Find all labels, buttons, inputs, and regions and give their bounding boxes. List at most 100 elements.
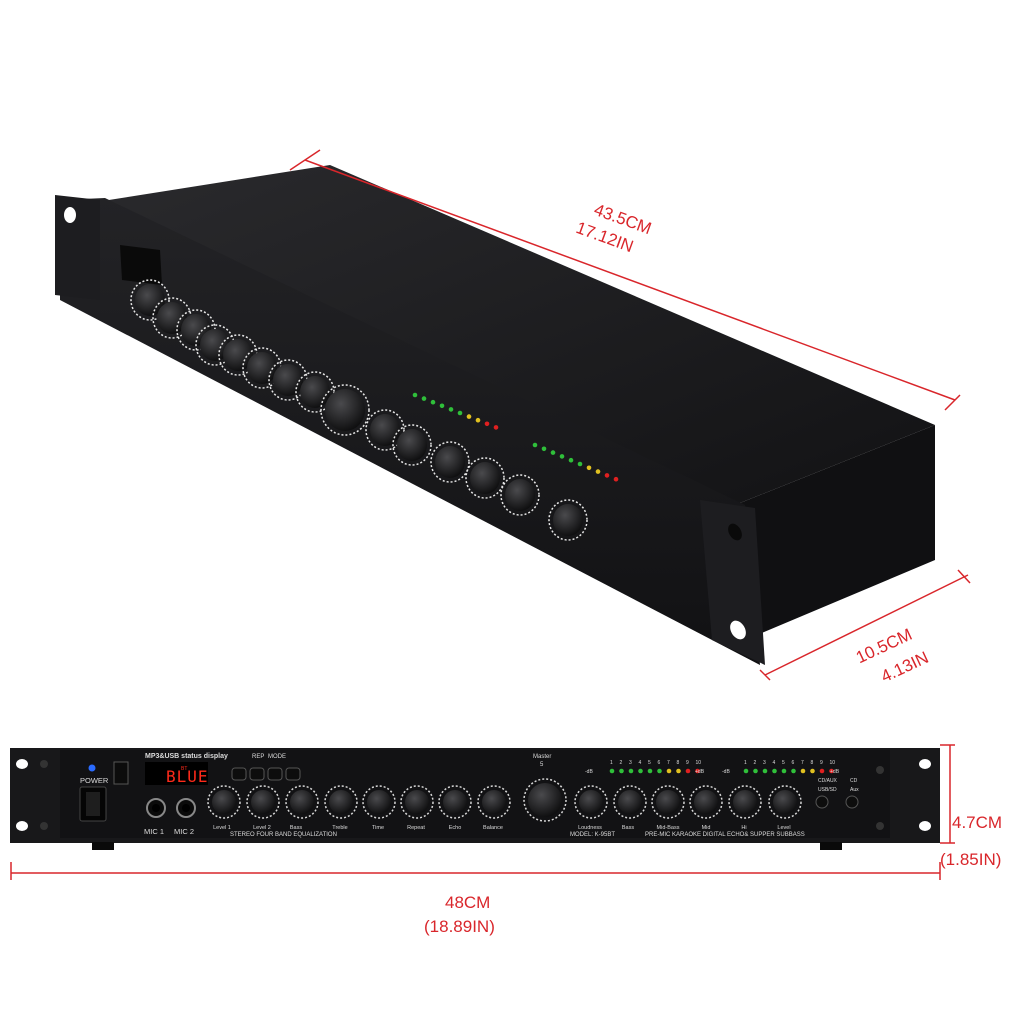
led — [559, 454, 565, 459]
led — [586, 465, 592, 471]
rocker — [86, 792, 100, 816]
knob-scale — [548, 499, 588, 541]
knob-scale — [613, 785, 647, 819]
led — [457, 410, 463, 416]
knob-label: Loudness — [578, 825, 602, 831]
rep-label: REP — [252, 754, 264, 760]
knob[interactable] — [528, 783, 562, 817]
meter-number: 9 — [686, 760, 689, 766]
knob-scale — [320, 384, 370, 436]
transport-button[interactable] — [249, 767, 265, 781]
knob[interactable] — [300, 376, 330, 408]
led — [568, 457, 574, 463]
knob[interactable] — [223, 339, 253, 371]
front-knobs — [207, 778, 802, 822]
height-in-label: (1.85IN) — [940, 850, 1002, 869]
knob-scale — [130, 279, 170, 321]
knob[interactable] — [656, 790, 680, 814]
angled-leds — [412, 392, 619, 482]
knob[interactable] — [251, 790, 275, 814]
knob[interactable] — [157, 302, 187, 334]
knob-scale — [400, 785, 434, 819]
meter-number: 10 — [830, 760, 836, 766]
knob-scale — [523, 778, 567, 822]
led — [613, 476, 619, 482]
transport-button[interactable] — [267, 767, 283, 781]
width-cm-label: 48CM — [445, 893, 491, 912]
knob[interactable] — [579, 790, 603, 814]
knob-label: Mid — [702, 825, 711, 831]
knob[interactable] — [405, 790, 429, 814]
knob-label: Repeat — [407, 825, 425, 831]
knob[interactable] — [212, 790, 236, 814]
led — [791, 768, 796, 774]
meter-number: 8 — [811, 760, 814, 766]
knob[interactable] — [397, 429, 427, 461]
led — [439, 403, 445, 409]
knob-scale — [438, 785, 472, 819]
led — [628, 768, 634, 774]
transport-button[interactable] — [231, 767, 247, 781]
knob[interactable] — [553, 504, 583, 536]
knob[interactable] — [470, 462, 500, 494]
knob[interactable] — [290, 790, 314, 814]
knob[interactable] — [135, 284, 165, 316]
knob[interactable] — [505, 479, 535, 511]
knob-scale — [574, 785, 608, 819]
input-label: CD — [850, 778, 858, 784]
meter-number: 8 — [677, 760, 680, 766]
knob-label: Bass — [622, 825, 634, 831]
knob[interactable] — [200, 329, 230, 361]
front-leds — [609, 768, 834, 774]
led — [695, 768, 700, 774]
knob-scale — [430, 441, 470, 483]
knob[interactable] — [482, 790, 506, 814]
height-cm-label: 4.7CM — [952, 813, 1003, 832]
knob[interactable] — [733, 790, 757, 814]
knob[interactable] — [435, 446, 465, 478]
knob-scale — [246, 785, 280, 819]
transport-button[interactable] — [285, 767, 301, 781]
knob-scale — [207, 785, 241, 819]
input-label: USB/SD — [818, 787, 837, 793]
knob[interactable] — [325, 389, 365, 431]
led — [638, 768, 643, 774]
led — [550, 450, 556, 455]
knob[interactable] — [773, 790, 797, 814]
led — [800, 768, 806, 774]
knob-scale — [392, 424, 432, 466]
meter-minus-label: -dB — [722, 769, 730, 775]
width-in-label: (18.89IN) — [424, 917, 495, 936]
screw — [40, 822, 48, 830]
input-select-button[interactable] — [845, 795, 859, 809]
display-bt: BT — [181, 766, 187, 772]
knob[interactable] — [618, 790, 642, 814]
mode-label: MODE — [268, 754, 286, 760]
knob[interactable] — [443, 790, 467, 814]
meter-number: 7 — [667, 760, 670, 766]
power-led — [88, 764, 96, 772]
led — [541, 446, 547, 452]
section-right-label: PRE-MIC KARAOKE DIGITAL ECHO& SUPPER SUB… — [645, 832, 805, 838]
angled-view — [55, 165, 935, 665]
input-select-button[interactable] — [815, 795, 829, 809]
knob[interactable] — [370, 414, 400, 446]
knob[interactable] — [367, 790, 391, 814]
knob[interactable] — [694, 790, 718, 814]
led — [762, 768, 768, 774]
knob[interactable] — [273, 364, 303, 396]
knob-label: Level — [777, 825, 790, 831]
led — [466, 414, 472, 419]
screw — [876, 766, 884, 774]
knob[interactable] — [329, 790, 353, 814]
display-angled — [120, 245, 162, 285]
led — [532, 442, 538, 448]
knob-scale — [651, 785, 685, 819]
meter-number: 2 — [620, 760, 623, 766]
master-label: Master — [533, 754, 551, 760]
knob-label: Time — [372, 825, 384, 831]
led — [647, 768, 653, 774]
rack-hole — [16, 821, 28, 831]
